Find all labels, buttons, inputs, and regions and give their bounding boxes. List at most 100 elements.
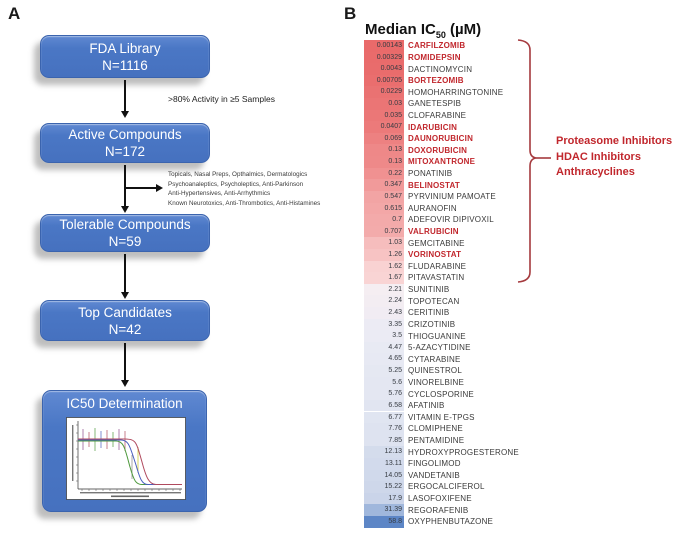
drug-class-line: Proteasome Inhibitors — [556, 135, 673, 147]
activity-filter-note: >80% Activity in ≥5 Samples — [168, 94, 275, 104]
plot-y-ticks — [76, 424, 78, 482]
ic50-row: 0.00705 BORTEZOMIB — [364, 74, 519, 87]
ic50-value-cell: 4.65 — [364, 353, 404, 366]
flow-box-count: N=1116 — [102, 57, 148, 73]
compound-name: REGORAFENIB — [408, 505, 469, 515]
ic50-value-cell: 31.39 — [364, 504, 404, 516]
compound-name: CYCLOSPORINE — [408, 389, 474, 399]
compound-name: AURANOFIN — [408, 203, 457, 213]
exclusion-line: Known Neurotoxics, Anti-Thrombotics, Ant… — [168, 199, 321, 207]
flow-box-count: N=59 — [108, 234, 142, 249]
compound-name: FLUDARABINE — [408, 261, 467, 271]
compound-name: PONATINIB — [408, 169, 453, 178]
ic50-value-cell: 3.35 — [364, 318, 404, 331]
ic50-row: 17.9 LASOFOXIFENE — [364, 492, 519, 505]
drug-class-line: HDAC Inhibitors — [556, 150, 641, 163]
ic50-value-cell: 0.00329 — [364, 51, 404, 64]
ic50-value-cell: 2.24 — [364, 295, 404, 307]
compound-name: CRIZOTINIB — [408, 319, 456, 329]
ic50-value-cell: 0.7 — [364, 214, 404, 226]
ic50-row: 4.47 5-AZACYTIDINE — [364, 341, 519, 354]
arrow-3 — [124, 254, 126, 292]
exclusion-line: Anti-Hypertensives, Anti-Arrhythmics — [168, 190, 271, 198]
compound-name: HYDROXYPROGESTERONE — [408, 447, 519, 457]
compound-name: CLOMIPHENE — [408, 424, 463, 434]
ic50-value-cell: 0.0229 — [364, 86, 404, 99]
compound-name: VORINOSTAT — [408, 250, 462, 260]
ic50-value-cell: 0.13 — [364, 144, 404, 157]
compound-name: OXYPHENBUTAZONE — [408, 517, 494, 527]
ic50-value-cell: 2.43 — [364, 307, 404, 319]
compound-name: DAUNORUBICIN — [408, 134, 474, 144]
compound-name: PYRVINIUM PAMOATE — [408, 192, 496, 202]
compound-name: SUNITINIB — [408, 285, 450, 295]
compound-name: BORTEZOMIB — [408, 76, 464, 86]
ic50-value-cell: 0.00705 — [364, 74, 404, 87]
compound-name: LASOFOXIFENE — [408, 494, 472, 504]
ic50-value-cell: 17.9 — [364, 492, 404, 505]
ic50-value-cell: 6.77 — [364, 411, 404, 424]
compound-name: AFATINIB — [408, 401, 445, 411]
plot-x-ticks — [81, 489, 181, 491]
ic50-value-cell: 0.13 — [364, 156, 404, 168]
plot-dose-response-curves — [78, 438, 182, 485]
median-ic50-header: Median IC50 (µM) — [365, 21, 481, 40]
ic50-value-cell: 0.0407 — [364, 121, 404, 133]
bracket — [517, 39, 551, 283]
flow-box-active-compounds: Active Compounds N=172 — [40, 123, 210, 163]
compound-name: DACTINOMYCIN — [408, 64, 473, 74]
ic50-value-cell: 14.05 — [364, 469, 404, 482]
drug-class-annotation: Proteasome Inhibitors HDAC Inhibitors An… — [556, 134, 672, 181]
ic50-value-cell: 6.58 — [364, 399, 404, 412]
ic50-value-cell: 1.67 — [364, 272, 404, 284]
ic50-row: 3.35 CRIZOTINIB — [364, 318, 519, 331]
ic50-value-cell: 1.26 — [364, 248, 404, 261]
compound-name: VINORELBINE — [408, 377, 464, 387]
compound-name: VANDETANIB — [408, 470, 460, 480]
compound-name: PITAVASTATIN — [408, 273, 465, 283]
ic50-value-cell: 1.03 — [364, 237, 404, 249]
compound-name: 5-AZACYTIDINE — [408, 343, 471, 353]
compound-name: CYTARABINE — [408, 354, 461, 364]
ic50-row: 7.76 CLOMIPHENE — [364, 423, 519, 435]
ic50-value-cell: 12.13 — [364, 446, 404, 458]
header-subscript: 50 — [435, 30, 446, 40]
ic50-row: 31.39 REGORAFENIB — [364, 504, 519, 516]
ic50-value-cell: 5.76 — [364, 388, 404, 400]
plot-axes — [77, 421, 182, 490]
drug-class-line: Anthracyclines — [556, 166, 635, 178]
ic50-value-cell: 7.76 — [364, 423, 404, 435]
compound-name: FINGOLIMOD — [408, 459, 461, 469]
compound-name: GANETESPIB — [408, 99, 462, 109]
ic50-row: 12.13 HYDROXYPROGESTERONE — [364, 446, 519, 458]
ic50-value-cell: 7.85 — [364, 434, 404, 447]
ic50-row: 4.65 CYTARABINE — [364, 353, 519, 366]
ic50-row: 6.58 AFATINIB — [364, 399, 519, 412]
flow-box-title: Tolerable Compounds — [59, 217, 191, 232]
ic50-value-cell: 0.707 — [364, 225, 404, 238]
exclusion-list: Topicals, Nasal Preps, Opthalmics, Derma… — [168, 170, 320, 208]
flow-box-title: FDA Library — [89, 40, 161, 56]
compound-name: TOPOTECAN — [408, 296, 460, 306]
ic50-plot — [66, 417, 186, 504]
arrow-1-head — [121, 111, 129, 118]
flow-box-ic50-determination: IC50 Determination — [42, 390, 207, 512]
compound-name: CARFILZOMIB — [408, 41, 466, 51]
ic50-value-cell: 4.47 — [364, 341, 404, 354]
ic50-row: 14.05 VANDETANIB — [364, 469, 519, 482]
